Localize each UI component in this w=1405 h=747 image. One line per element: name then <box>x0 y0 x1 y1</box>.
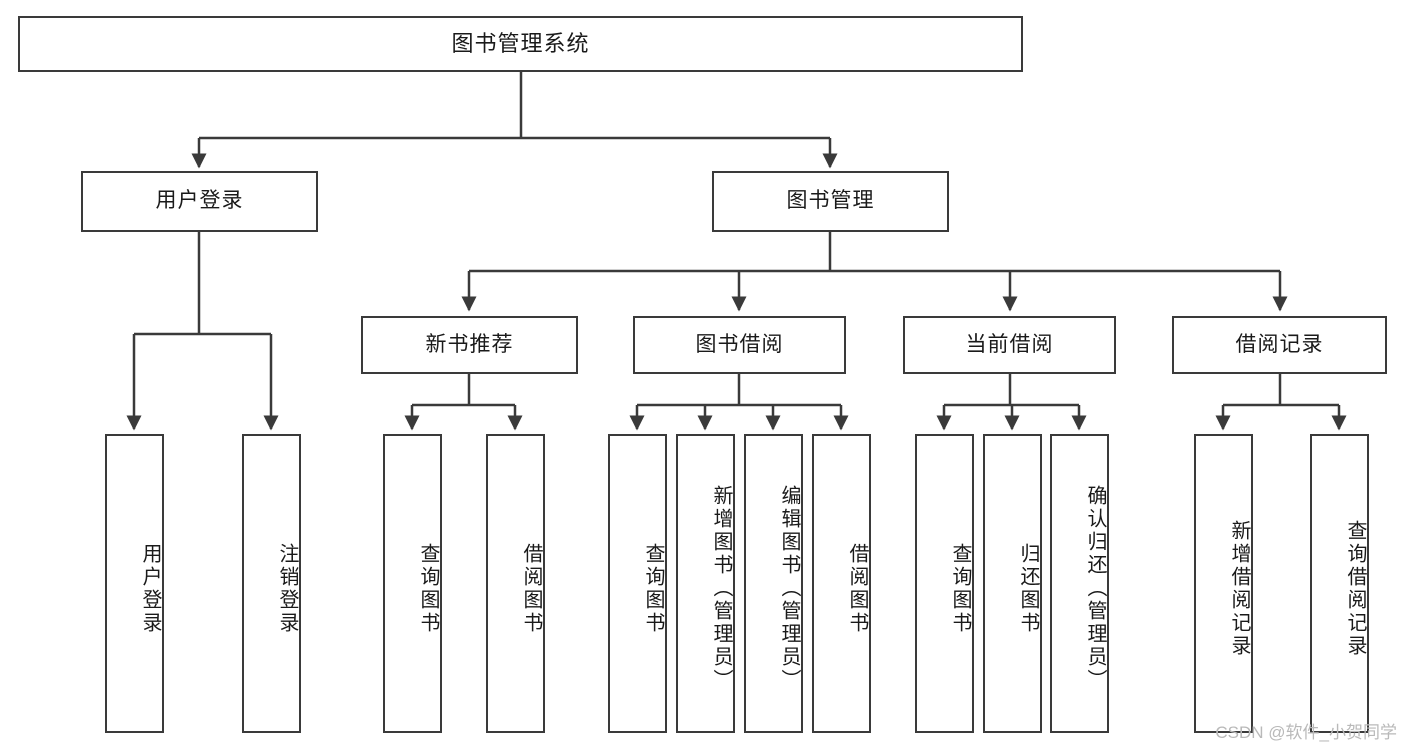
leaf-current-borrow-return[interactable]: 归还图书 <box>983 434 1042 733</box>
csdn-watermark: CSDN @软件_小贺同学 <box>1215 723 1397 742</box>
node-label: 用户登录 <box>155 189 244 213</box>
node-label: 编辑图书（管理员） <box>778 485 800 692</box>
leaf-current-borrow-query[interactable]: 查询图书 <box>915 434 974 733</box>
node-current-borrow[interactable]: 当前借阅 <box>903 316 1116 374</box>
node-borrow-record[interactable]: 借阅记录 <box>1172 316 1387 374</box>
leaf-new-book-borrow[interactable]: 借阅图书 <box>486 434 545 733</box>
node-label: 确认归还（管理员） <box>1084 485 1106 692</box>
leaf-user-login-login[interactable]: 用户登录 <box>105 434 164 733</box>
node-label: 用户登录 <box>139 542 161 635</box>
leaf-new-book-query[interactable]: 查询图书 <box>383 434 442 733</box>
node-label: 新书推荐 <box>425 332 514 356</box>
leaf-book-borrow-query[interactable]: 查询图书 <box>608 434 667 733</box>
node-label: 新增借阅记录 <box>1228 519 1250 658</box>
node-label: 图书管理系统 <box>451 31 590 57</box>
leaf-book-borrow-add[interactable]: 新增图书（管理员） <box>676 434 735 733</box>
node-label: 注销登录 <box>276 542 298 635</box>
node-book-management[interactable]: 图书管理 <box>712 171 949 232</box>
node-label: 查询图书 <box>417 542 439 635</box>
node-label: 归还图书 <box>1017 542 1039 635</box>
node-root-system[interactable]: 图书管理系统 <box>18 16 1023 72</box>
node-label: 图书借阅 <box>695 332 784 356</box>
node-label: 查询图书 <box>949 542 971 635</box>
node-user-login[interactable]: 用户登录 <box>81 171 318 232</box>
node-label: 查询图书 <box>642 542 664 635</box>
leaf-book-borrow-borrow[interactable]: 借阅图书 <box>812 434 871 733</box>
node-label: 当前借阅 <box>965 332 1054 356</box>
leaf-current-borrow-confirm[interactable]: 确认归还（管理员） <box>1050 434 1109 733</box>
node-label: 查询借阅记录 <box>1344 519 1366 658</box>
node-label: 借阅记录 <box>1235 332 1324 356</box>
node-label: 图书管理 <box>786 189 875 213</box>
leaf-user-login-logout[interactable]: 注销登录 <box>242 434 301 733</box>
leaf-borrow-record-query[interactable]: 查询借阅记录 <box>1310 434 1369 733</box>
node-book-borrow[interactable]: 图书借阅 <box>633 316 846 374</box>
leaf-book-borrow-edit[interactable]: 编辑图书（管理员） <box>744 434 803 733</box>
node-label: 新增图书（管理员） <box>710 485 732 692</box>
leaf-borrow-record-add[interactable]: 新增借阅记录 <box>1194 434 1253 733</box>
node-label: 借阅图书 <box>520 542 542 635</box>
node-new-book-recommend[interactable]: 新书推荐 <box>361 316 578 374</box>
node-label: 借阅图书 <box>846 542 868 635</box>
